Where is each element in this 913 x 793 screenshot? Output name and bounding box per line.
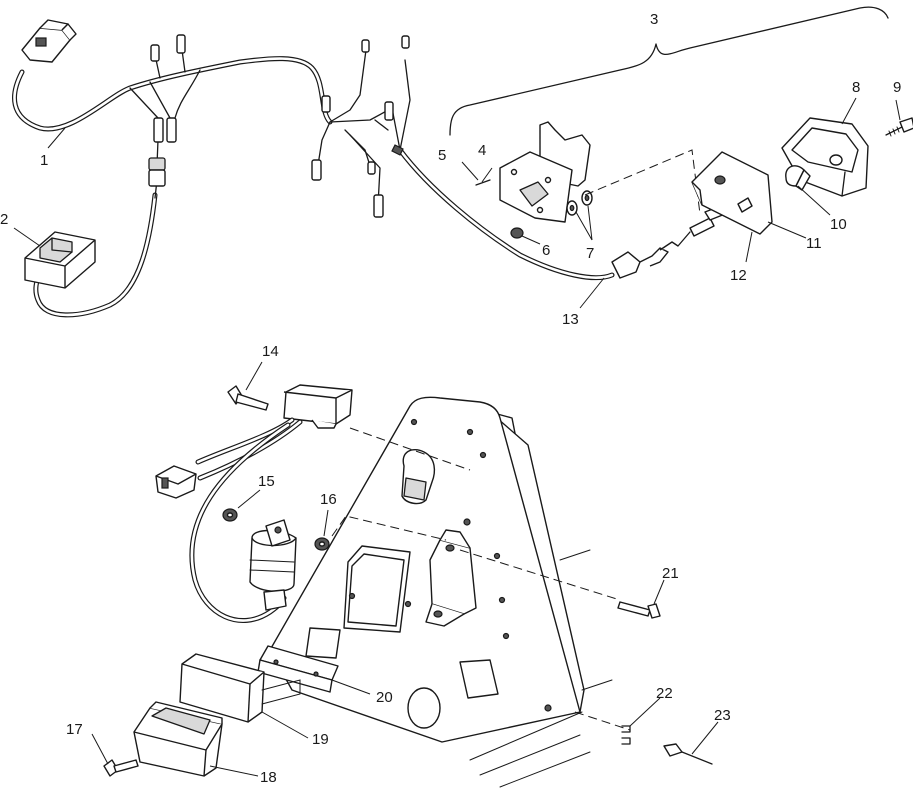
washer-part-7	[566, 190, 593, 216]
cover-part-18	[133, 701, 223, 777]
screw-part-17	[103, 759, 139, 777]
wire-end-23	[663, 743, 713, 765]
callout-1: 1	[40, 152, 48, 169]
bolt-part-21	[617, 601, 661, 619]
callout-14: 14	[262, 343, 279, 360]
tail-light-base-12	[691, 151, 773, 235]
panel-cutout	[401, 448, 436, 505]
callout-8: 8	[852, 79, 860, 96]
regulator-bracket	[425, 529, 477, 627]
callout-22: 22	[656, 685, 673, 702]
callout-4: 4	[478, 142, 486, 159]
callout-7: 7	[586, 245, 594, 262]
callout-13: 13	[562, 311, 579, 328]
callout-21: 21	[662, 565, 679, 582]
plate-part-20	[257, 645, 339, 693]
assembly-bracket-3	[449, 6, 889, 136]
mounting-panel	[269, 396, 613, 788]
callout-11: 11	[806, 235, 822, 252]
switch-part-2	[24, 231, 96, 289]
callout-10: 10	[830, 216, 847, 233]
callout-5: 5	[438, 147, 446, 164]
nut-part-15	[222, 508, 238, 522]
bolt-part-14	[227, 385, 269, 411]
callout-12: 12	[730, 267, 747, 284]
plate-bracket-4	[499, 121, 591, 223]
callout-9: 9	[893, 79, 901, 96]
callout-3: 3	[650, 11, 658, 28]
callout-labels: 1 2 3 4 5 6 7 8 9 10 11 12 13 14 15 16 1…	[0, 11, 901, 786]
callout-20: 20	[376, 689, 393, 706]
nut-part-16	[314, 537, 330, 551]
callout-19: 19	[312, 731, 329, 748]
callout-16: 16	[320, 491, 337, 508]
harness-connector	[21, 19, 77, 63]
callout-18: 18	[260, 769, 277, 786]
callout-15: 15	[258, 473, 275, 490]
screw-part-5	[475, 179, 491, 186]
callout-6: 6	[542, 242, 550, 259]
callout-2: 2	[0, 211, 8, 228]
callout-17: 17	[66, 721, 83, 738]
wiring-harness	[12, 34, 615, 318]
bulb-part-10	[785, 165, 811, 191]
callout-23: 23	[714, 707, 731, 724]
nut-part-6	[510, 227, 524, 239]
screw-part-9	[885, 117, 913, 137]
clip-part-22	[621, 725, 631, 745]
cdi-module-14	[155, 384, 353, 623]
ignition-coil	[249, 519, 297, 611]
